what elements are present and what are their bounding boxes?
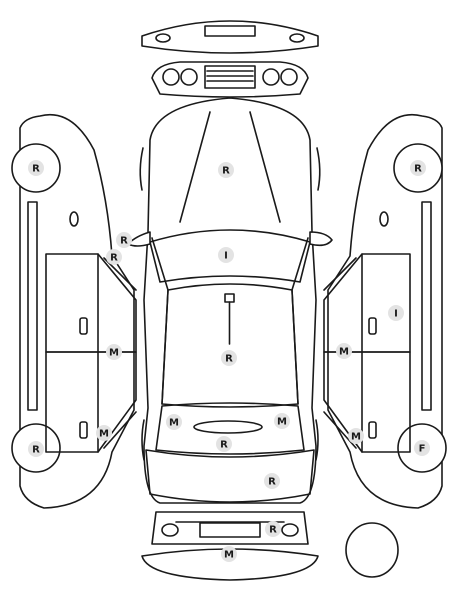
roof (161, 283, 299, 408)
svg-text:R: R (225, 354, 233, 365)
svg-text:M: M (224, 550, 234, 561)
marker-left-front-wheel[interactable]: R (28, 160, 44, 176)
svg-text:R: R (414, 164, 422, 175)
right-front-handle (368, 317, 377, 335)
front-license-plate (204, 25, 256, 37)
svg-text:M: M (339, 347, 349, 358)
headlight-right-inner (262, 68, 280, 86)
trunk-lid (145, 449, 315, 503)
svg-text:R: R (32, 164, 40, 175)
marker-left-rear-door[interactable]: M (96, 425, 112, 441)
car-body-outline (143, 97, 317, 504)
right-sill (421, 201, 432, 411)
right-rear-door (323, 351, 411, 453)
right-rear-handle (368, 421, 377, 439)
marker-right-rear-wheel[interactable]: F (414, 440, 430, 456)
spare-tire (345, 522, 399, 578)
marker-right-front-door-low[interactable]: M (336, 343, 352, 359)
marker-trunk-right[interactable]: M (274, 413, 290, 429)
rear-window-wiper (193, 420, 263, 434)
svg-text:R: R (222, 166, 230, 177)
headlight-left-inner (180, 68, 198, 86)
marker-right-rear-door[interactable]: M (348, 428, 364, 444)
right-fuel-cap (379, 211, 389, 227)
mirror-right (309, 231, 333, 247)
rear-bumper-bottom (141, 548, 319, 581)
windshield (149, 229, 311, 283)
marker-left-rear-wheel[interactable]: R (28, 441, 44, 457)
left-fuel-cap (69, 211, 79, 227)
tail-light-right (281, 523, 299, 537)
svg-text:M: M (99, 429, 109, 440)
marker-hood[interactable]: R (221, 350, 237, 366)
svg-text:R: R (32, 445, 40, 456)
front-view (141, 20, 319, 98)
rear-bumper-top (151, 511, 309, 545)
svg-text:M: M (277, 417, 287, 428)
rear-license-plate (199, 522, 261, 538)
svg-text:R: R (268, 477, 276, 488)
marker-rear-bottom[interactable]: M (221, 546, 237, 562)
left-body-outline (19, 114, 135, 509)
marker-rear-window[interactable]: R (216, 436, 232, 452)
left-rear-door (45, 351, 137, 453)
svg-text:R: R (110, 253, 118, 264)
svg-text:M: M (109, 348, 119, 359)
marker-left-front-fender[interactable]: R (106, 249, 122, 265)
hood-line-left (179, 111, 211, 223)
headlight-right-outer (280, 68, 298, 86)
left-front-handle (79, 317, 88, 335)
marker-windshield[interactable]: I (218, 247, 234, 263)
front-bumper (141, 20, 319, 54)
marker-trunk-left[interactable]: M (166, 414, 182, 430)
roof-antenna (224, 293, 235, 303)
rear-view (141, 511, 319, 581)
rear-window (155, 402, 305, 455)
svg-text:R: R (269, 525, 277, 536)
svg-text:R: R (120, 236, 128, 247)
hood-line-right (249, 111, 281, 223)
right-front-door (323, 253, 411, 353)
damage-markers: R I R R R R I M M R M M (28, 160, 430, 562)
marker-rear-plate[interactable]: R (265, 521, 281, 537)
marker-left-front-door[interactable]: M (106, 344, 122, 360)
top-view (127, 97, 333, 504)
svg-text:I: I (224, 251, 228, 262)
svg-text:F: F (419, 444, 426, 455)
marker-left-mirror[interactable]: R (116, 232, 132, 248)
front-grille-outline (151, 61, 309, 98)
left-front-door (45, 253, 137, 353)
right-body-outline (327, 114, 443, 509)
svg-text:M: M (169, 418, 179, 429)
marker-right-front-wheel[interactable]: R (410, 160, 426, 176)
left-sill (27, 201, 38, 411)
left-rear-handle (79, 421, 88, 439)
front-fog-light-right (289, 33, 305, 43)
marker-rear-bumper[interactable]: R (264, 473, 280, 489)
front-grille (204, 65, 256, 89)
front-fog-light-left (155, 33, 171, 43)
marker-right-front-door[interactable]: I (388, 305, 404, 321)
headlight-left-outer (162, 68, 180, 86)
svg-text:R: R (220, 440, 228, 451)
svg-text:M: M (351, 432, 361, 443)
svg-text:I: I (394, 309, 398, 320)
tail-light-left (161, 523, 179, 537)
marker-roof[interactable]: R (218, 162, 234, 178)
